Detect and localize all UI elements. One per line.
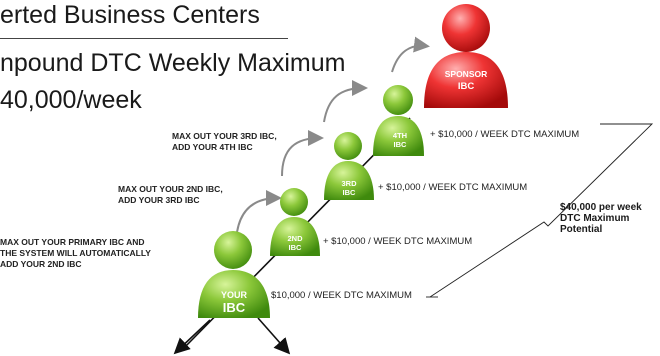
step-text-second-line2: ADD YOUR 3RD IBC (118, 195, 200, 205)
second-ibc-label-bottom: IBC (289, 243, 303, 252)
axis-arrow-right (257, 317, 291, 355)
dtc-label-third: + $10,000 / WEEK DTC MAXIMUM (378, 182, 528, 193)
page-title: erted Business Centers (0, 1, 260, 29)
potential-total-line3: Potential (560, 224, 603, 235)
step-text-primary-line3: ADD YOUR 2ND IBC (0, 259, 82, 269)
step-arrow-4 (391, 36, 430, 73)
fourth-ibc-figure: 4TH IBC (373, 85, 424, 156)
step-arrow-2 (281, 130, 324, 177)
subtitle-amount: 40,000/week (0, 86, 142, 114)
subtitle: npound DTC Weekly Maximum (0, 49, 346, 77)
second-ibc-label-top: 2ND (287, 234, 303, 243)
axis-arrow-left (173, 319, 211, 355)
fourth-ibc-label-bottom: IBC (394, 140, 408, 149)
step-text-primary: MAX OUT YOUR PRIMARY IBC AND THE SYSTEM … (0, 237, 151, 270)
sponsor-ibc-label-top: SPONSOR (445, 69, 488, 79)
step-text-third-line2: ADD YOUR 4TH IBC (172, 142, 253, 152)
step-text-third: MAX OUT YOUR 3RD IBC, ADD YOUR 4TH IBC (172, 131, 277, 153)
dtc-label-fourth: + $10,000 / WEEK DTC MAXIMUM (430, 129, 580, 140)
third-ibc-label-bottom: IBC (343, 188, 357, 197)
step-text-primary-line2: THE SYSTEM WILL AUTOMATICALLY (0, 248, 151, 258)
your-ibc-figure: YOUR IBC (198, 231, 270, 318)
step-text-second-line1: MAX OUT YOUR 2ND IBC, (118, 184, 223, 194)
potential-total: $40,000 per week DTC Maximum Potential (560, 202, 642, 235)
step-text-second: MAX OUT YOUR 2ND IBC, ADD YOUR 3RD IBC (118, 184, 223, 206)
step-text-third-line1: MAX OUT YOUR 3RD IBC, (172, 131, 277, 141)
sponsor-ibc-figure: SPONSOR IBC (424, 4, 508, 108)
third-ibc-label-top: 3RD (341, 179, 357, 188)
your-ibc-label-bottom: IBC (223, 300, 246, 315)
fourth-ibc-label-top: 4TH (393, 131, 407, 140)
step-text-primary-line1: MAX OUT YOUR PRIMARY IBC AND (0, 237, 145, 247)
potential-total-line2: DTC Maximum (560, 213, 630, 224)
your-ibc-label-top: YOUR (221, 290, 248, 300)
second-ibc-figure: 2ND IBC (270, 188, 320, 256)
third-ibc-figure: 3RD IBC (324, 132, 374, 200)
dtc-label-second: + $10,000 / WEEK DTC MAXIMUM (323, 236, 473, 247)
sponsor-ibc-label-bottom: IBC (458, 81, 475, 92)
dtc-label-your: $10,000 / WEEK DTC MAXIMUM (271, 290, 412, 301)
potential-total-line1: $40,000 per week (560, 202, 642, 213)
step-arrow-3 (323, 80, 368, 123)
title-underline (0, 38, 288, 39)
